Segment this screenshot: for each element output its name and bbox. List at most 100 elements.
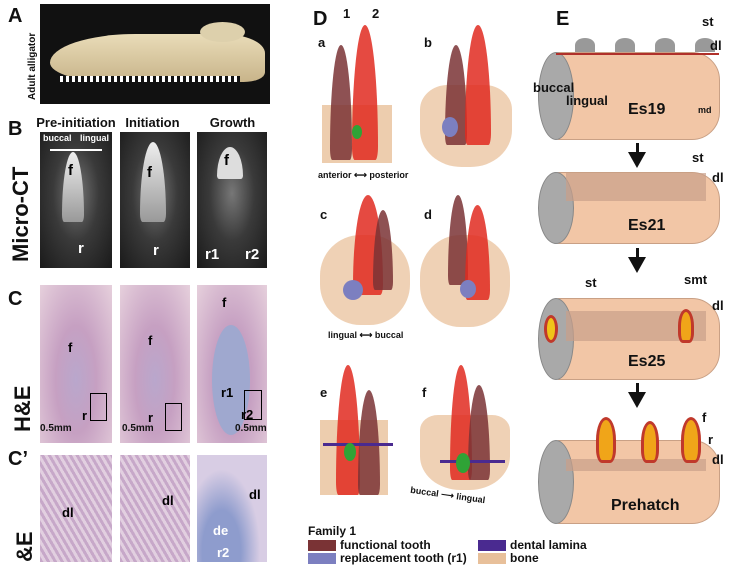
he-growth: f r1 r2 0.5mm	[197, 285, 267, 443]
anterior-posterior-axis: anterior ⟷ posterior	[318, 170, 409, 180]
panel-a-label: A	[8, 5, 23, 27]
mark-f: f	[148, 333, 153, 348]
mark-f: f	[702, 410, 707, 425]
mark-dl: dl	[710, 38, 722, 53]
lingual-label: lingual	[80, 133, 109, 143]
subpanel-e: e	[318, 365, 398, 500]
he-initiation: f r 0.5mm	[120, 285, 190, 443]
arrow-down-icon	[628, 392, 646, 408]
column-pre-initiation: Pre-initiation	[36, 115, 116, 130]
scale-bar-label: 0.5mm	[40, 423, 72, 434]
mark-dl: dl	[162, 493, 174, 508]
subpanel-c: c	[318, 195, 413, 330]
alligator-skull-photo	[40, 4, 270, 104]
mark-md: md	[698, 105, 712, 115]
mark-f: f	[68, 162, 73, 179]
mark-r1: r1	[205, 246, 220, 263]
column-initiation: Initiation	[125, 115, 180, 130]
subpanel-e-label: e	[320, 385, 328, 400]
mark-dl: dl	[712, 452, 724, 467]
mark-r: r	[82, 408, 88, 423]
micro-ct-row-label: Micro-CT	[8, 166, 33, 262]
mark-f: f	[68, 340, 73, 355]
mark-lingual: lingual	[566, 93, 608, 108]
family-2-label: 2	[372, 6, 380, 21]
subpanel-d: d	[420, 195, 515, 330]
he-inset-pre-initiation: dl	[40, 455, 112, 562]
mark-de: de	[213, 523, 229, 538]
inset-box	[165, 403, 182, 431]
panel-d-label: D	[313, 8, 328, 30]
he-inset-row-label: &E	[12, 531, 37, 562]
legend-replacement-tooth: replacement tooth (r1)	[308, 551, 467, 565]
lingual-buccal-axis: lingual ⟷ buccal	[328, 330, 404, 340]
subpanel-b-label: b	[424, 35, 432, 50]
scale-bar-label: 0.5mm	[122, 423, 154, 434]
functional-tooth-swatch	[308, 540, 336, 552]
stage-es21-cylinder: Es21	[538, 172, 720, 244]
mark-r: r	[148, 410, 154, 425]
panel-c-prime-label: C’	[8, 448, 28, 470]
bone-swatch	[478, 553, 506, 565]
he-inset-initiation: dl	[120, 455, 190, 562]
stage-es21-label: Es21	[628, 217, 666, 234]
panel-e-label: E	[556, 8, 570, 30]
dental-lamina-swatch	[478, 540, 506, 552]
family-1-label: 1	[343, 6, 351, 21]
micro-ct-pre-initiation: buccal lingual f r	[40, 132, 112, 268]
mark-dl: dl	[712, 170, 724, 185]
mark-st: st	[585, 275, 597, 290]
he-pre-initiation: f r 0.5mm	[40, 285, 112, 443]
subpanel-f: f	[420, 365, 515, 495]
mark-buccal: buccal	[533, 80, 575, 95]
column-growth: Growth	[209, 115, 256, 130]
mark-smt: smt	[684, 272, 708, 287]
subpanel-c-label: c	[320, 207, 328, 222]
mark-dl: dl	[62, 505, 74, 520]
es19-teeth	[575, 38, 715, 52]
mark-f: f	[147, 164, 152, 181]
buccal-label: buccal	[43, 133, 72, 143]
subpanel-a: a	[318, 25, 398, 170]
arrow-down-icon	[628, 257, 646, 273]
panel-c-label: C	[8, 288, 23, 310]
mark-f: f	[224, 152, 229, 169]
mark-r2: r2	[245, 246, 260, 263]
mark-r: r	[78, 240, 84, 257]
legend-title: Family 1	[308, 524, 357, 538]
mark-f: f	[222, 295, 227, 310]
subpanel-b: b	[420, 25, 515, 170]
mark-r: r	[153, 242, 159, 259]
subpanel-f-label: f	[422, 385, 427, 400]
stage-es19-cylinder: Es19 lingual md	[538, 52, 720, 140]
mark-st: st	[702, 14, 714, 29]
arrow-down-icon	[628, 152, 646, 168]
inset-box	[244, 390, 262, 420]
micro-ct-growth: f r1 r2	[197, 132, 267, 268]
scale-bar-label: 0.5mm	[235, 423, 267, 434]
he-row-label: H&E	[10, 385, 35, 432]
panel-a-caption: Adult alligator	[27, 32, 38, 100]
subpanel-a-label: a	[318, 35, 326, 50]
stage-es19-label: Es19	[628, 101, 666, 118]
stage-es25-cylinder: Es25	[538, 298, 720, 380]
mark-st: st	[692, 150, 704, 165]
stage-prehatch-cylinder: Prehatch	[538, 417, 720, 524]
he-inset-growth: dl de r2	[197, 455, 267, 562]
mark-r: r	[708, 432, 714, 447]
panel-b-label: B	[8, 118, 23, 140]
stage-prehatch-label: Prehatch	[611, 497, 680, 514]
double-arrow-icon	[50, 149, 102, 151]
legend-dental-lamina: dental lamina	[478, 538, 587, 552]
subpanel-d-label: d	[424, 207, 432, 222]
micro-ct-initiation: f r	[120, 132, 190, 268]
mark-r1: r1	[221, 385, 234, 400]
stage-es25-label: Es25	[628, 353, 666, 370]
mark-dl: dl	[712, 298, 724, 313]
mark-r2: r2	[217, 545, 230, 560]
legend-functional-tooth: functional tooth	[308, 538, 431, 552]
replacement-tooth-swatch	[308, 553, 336, 565]
mark-dl: dl	[249, 487, 261, 502]
inset-box	[90, 393, 107, 421]
legend-bone: bone	[478, 551, 539, 565]
